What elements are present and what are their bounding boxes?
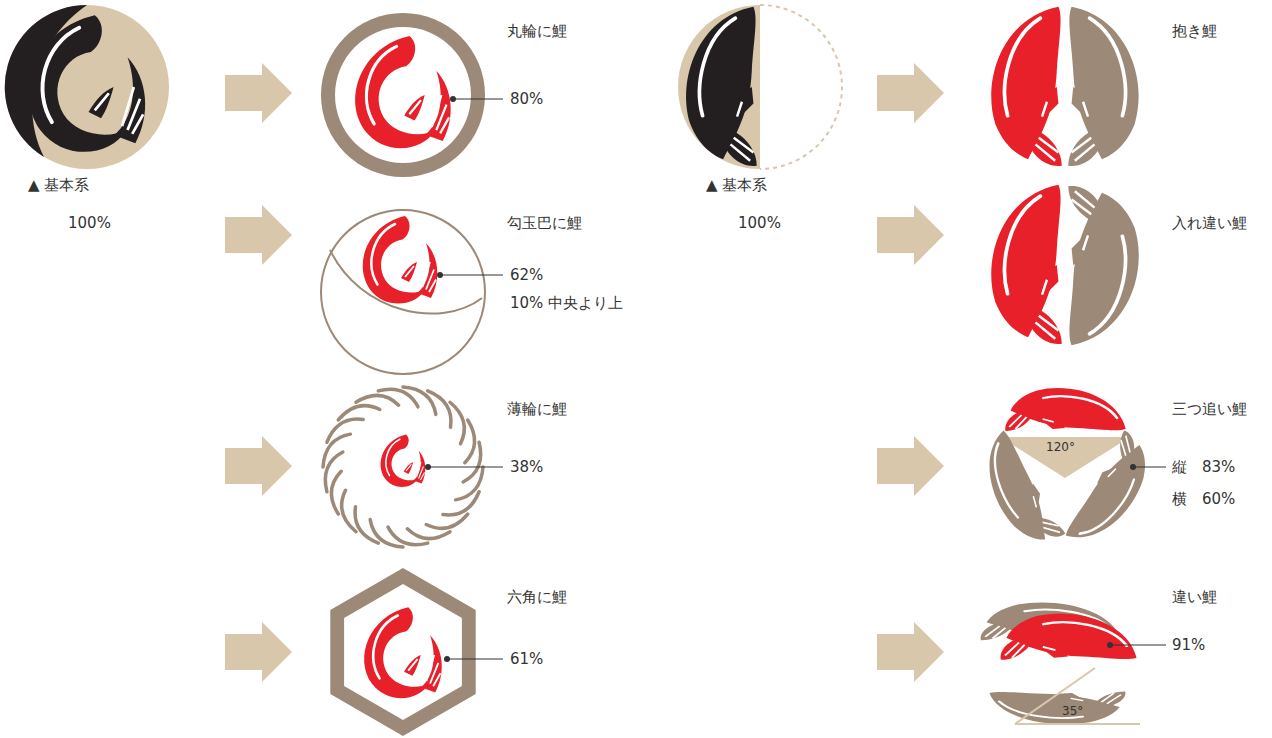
koi-crest — [686, 7, 756, 166]
magatama-line — [330, 250, 482, 314]
koi-crest — [364, 607, 442, 698]
koi-crest — [29, 15, 145, 152]
base-label: ▲ 基本系 — [706, 176, 767, 194]
ring-stroke — [450, 402, 464, 443]
ring-stroke — [465, 420, 475, 463]
scale-percent: 横 60% — [1172, 490, 1235, 508]
ring-stroke — [356, 395, 399, 405]
hexagon-inner — [344, 584, 462, 720]
ring-stroke — [407, 529, 450, 539]
koi-crest — [1068, 7, 1138, 166]
block-arrow — [877, 63, 944, 123]
angle-label: 120° — [1046, 440, 1075, 454]
ring-stroke — [338, 406, 379, 420]
scale-percent: 61% — [510, 650, 543, 668]
ring-stroke — [443, 492, 479, 515]
ring-stroke — [428, 391, 451, 427]
scale-percent: 縦 83% — [1172, 458, 1235, 476]
koi-crest — [989, 692, 1125, 725]
ring-stroke — [331, 471, 341, 514]
ring-inner — [335, 27, 471, 163]
koi-crest — [355, 36, 450, 148]
block-arrow — [877, 436, 944, 496]
koi-trio — [968, 388, 1162, 556]
koi-crest — [363, 216, 438, 304]
crest-name: 違い鯉 — [1172, 588, 1217, 606]
block-arrow — [877, 205, 944, 265]
base-label: ▲ 基本系 — [28, 176, 89, 194]
dashed-half — [760, 5, 842, 169]
leader-line — [453, 99, 503, 100]
block-arrow — [225, 205, 292, 265]
crest-name: 抱き鯉 — [1172, 22, 1217, 40]
koi-crest — [381, 434, 426, 487]
block-arrow — [225, 622, 292, 682]
scale-percent: 80% — [510, 90, 543, 108]
ring-stroke — [426, 514, 467, 528]
offset-note: 10% 中央より上 — [510, 294, 623, 312]
ring-stroke — [325, 452, 343, 492]
koi-crest — [991, 7, 1061, 166]
crest-name: 丸輪に鯉 — [507, 22, 567, 40]
koi-crest — [1064, 430, 1161, 556]
koi-crest — [991, 185, 1061, 344]
angle-line — [1015, 668, 1095, 724]
koi-crest — [1005, 388, 1126, 431]
ring — [321, 210, 485, 374]
ring-stroke — [388, 527, 428, 545]
hexagon — [330, 568, 475, 736]
block-arrow — [225, 436, 292, 496]
crest-name: 入れ違い鯉 — [1172, 214, 1247, 232]
scale-percent: 62% — [510, 266, 543, 284]
crest-name: 勾玉巴に鯉 — [507, 214, 582, 232]
ring — [321, 13, 485, 177]
crest-name: 三つ追い鯉 — [1172, 400, 1247, 418]
crest-name: 六角に鯉 — [507, 588, 567, 606]
leader-line — [440, 275, 503, 276]
leader-line — [447, 659, 503, 660]
block-arrow — [225, 63, 292, 123]
ring-stroke — [378, 389, 418, 407]
koi-crest — [1068, 186, 1138, 345]
ring-stroke — [342, 490, 356, 531]
block-arrow — [877, 622, 944, 682]
crest-ground — [678, 5, 760, 169]
ring-stroke — [463, 442, 481, 482]
koi-crest — [1001, 613, 1137, 659]
leader-line — [1110, 645, 1166, 646]
scale-percent: 100% — [738, 214, 781, 232]
crest-name: 薄輪に鯉 — [507, 400, 567, 418]
angle-base — [1015, 723, 1140, 725]
leader-line — [428, 467, 503, 468]
angle-label: 35° — [1062, 704, 1083, 718]
scale-percent: 38% — [510, 458, 543, 476]
crest-ground — [5, 5, 169, 169]
ring-stroke — [355, 507, 378, 543]
scale-percent: 100% — [68, 214, 111, 232]
leader-line — [1133, 467, 1166, 468]
ring-stroke — [327, 419, 363, 442]
scale-percent: 91% — [1172, 636, 1205, 654]
